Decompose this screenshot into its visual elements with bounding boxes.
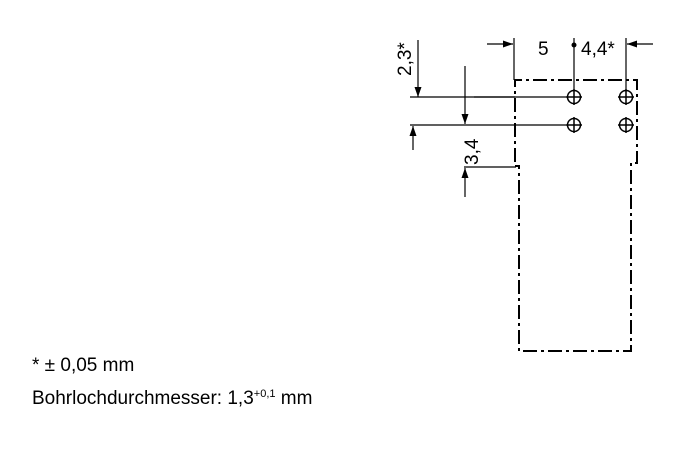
drill-hole-icon	[566, 117, 582, 133]
tolerance-note: * ± 0,05 mm	[32, 355, 135, 376]
dimension-arrows	[409, 40, 653, 197]
hole-diameter-note: Bohrlochdurchmesser: 1,3+0,1 mm	[32, 388, 312, 410]
dim-label-2-3: 2,3*	[395, 42, 416, 76]
dim-label-3-4: 3,4	[462, 138, 483, 165]
hole-diameter-label: Bohrlochdurchmesser: 1,3	[32, 388, 254, 409]
hole-diameter-tolerance: +0,1	[253, 388, 276, 400]
dim-label-5: 5	[538, 39, 549, 60]
drill-hole-icon	[618, 89, 634, 105]
dim-label-4-4: 4,4*	[581, 39, 615, 60]
dim-dot	[571, 42, 577, 48]
component-outline	[514, 79, 638, 352]
drill-hole-icon	[566, 89, 582, 105]
drill-hole-icon	[618, 117, 634, 133]
hole-diameter-unit: mm	[275, 388, 313, 409]
drill-holes	[566, 89, 634, 133]
